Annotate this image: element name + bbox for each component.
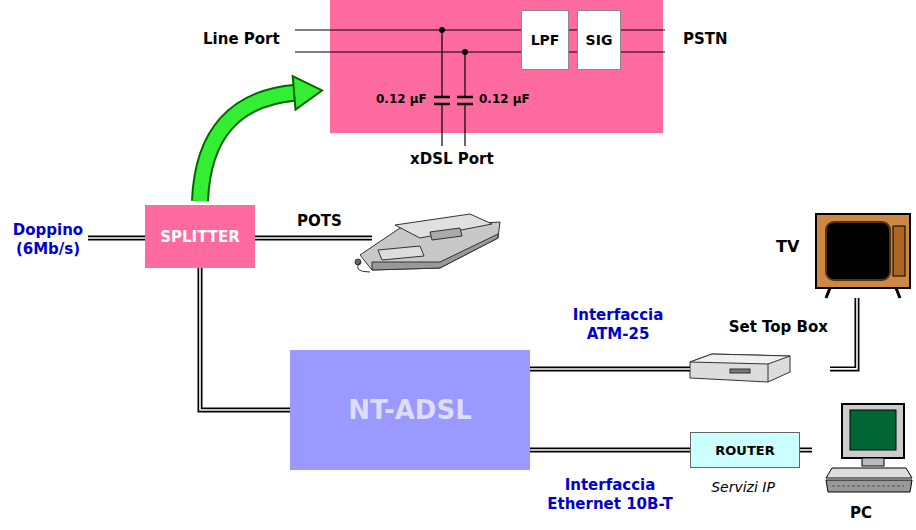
connector-part: [200, 268, 290, 410]
connector-part: [800, 448, 812, 453]
process-box: ROUTER: [690, 432, 800, 468]
capacitor-value: 0.12 µF: [479, 92, 530, 106]
process-box: SPLITTER: [145, 205, 255, 268]
text-label: Line Port: [203, 30, 280, 49]
node-label: LPF: [531, 32, 560, 48]
connector-part: [800, 449, 812, 451]
connector-part: [200, 93, 296, 201]
callout-arrow: [200, 76, 322, 201]
connector-part: [530, 366, 690, 371]
connector-part: [830, 298, 857, 369]
process-box: NT-ADSL: [290, 350, 530, 470]
pc-icon: [826, 404, 912, 492]
doppino-line: [88, 238, 145, 239]
interface-label: Interfaccia Ethernet 10B-T: [530, 476, 690, 514]
set-top-box-icon: [690, 354, 790, 382]
line-connector: [530, 368, 690, 369]
text-label: xDSL Port: [410, 150, 494, 169]
splitter-detail-box: 0.12 µF 0.12 µF LPF SIG: [330, 0, 663, 133]
node-label: TV: [776, 237, 799, 256]
node-label: Set Top Box: [729, 318, 828, 336]
device-node: Set Top Box: [690, 318, 830, 385]
connector-part: [530, 447, 690, 452]
connector-part: [200, 93, 296, 201]
node-label: SIG: [586, 32, 613, 48]
connector-part: [200, 268, 290, 410]
node-label: PC: [850, 504, 872, 522]
device-node: PC: [812, 400, 912, 525]
telephone-icon: [355, 214, 500, 272]
line-connector: [830, 298, 857, 369]
text-label: Servizi IP: [706, 478, 780, 497]
capacitor-value: 0.12 µF: [376, 92, 427, 106]
splitter-wiring: [0, 0, 916, 200]
line-connector: [800, 450, 812, 451]
arrow-head: [293, 76, 322, 109]
text-label: PSTN: [683, 30, 728, 49]
connector-part: [530, 449, 690, 451]
connector-part: [530, 368, 690, 370]
device-node: TV: [772, 213, 912, 298]
node-label: NT-ADSL: [348, 395, 471, 425]
connector-part: [830, 298, 857, 369]
interface-label: Interfaccia ATM-25: [556, 306, 680, 344]
line-connector: [530, 449, 690, 450]
process-box: LPF: [521, 10, 569, 70]
process-box: SIG: [577, 10, 621, 70]
line-connector: [200, 268, 290, 410]
pots-line: [255, 238, 372, 239]
text-label: POTS: [297, 212, 342, 231]
text-label: Doppino (6Mb/s): [6, 221, 90, 259]
node-label: ROUTER: [715, 443, 774, 458]
tv-icon: [816, 214, 910, 298]
node-label: SPLITTER: [160, 228, 240, 246]
